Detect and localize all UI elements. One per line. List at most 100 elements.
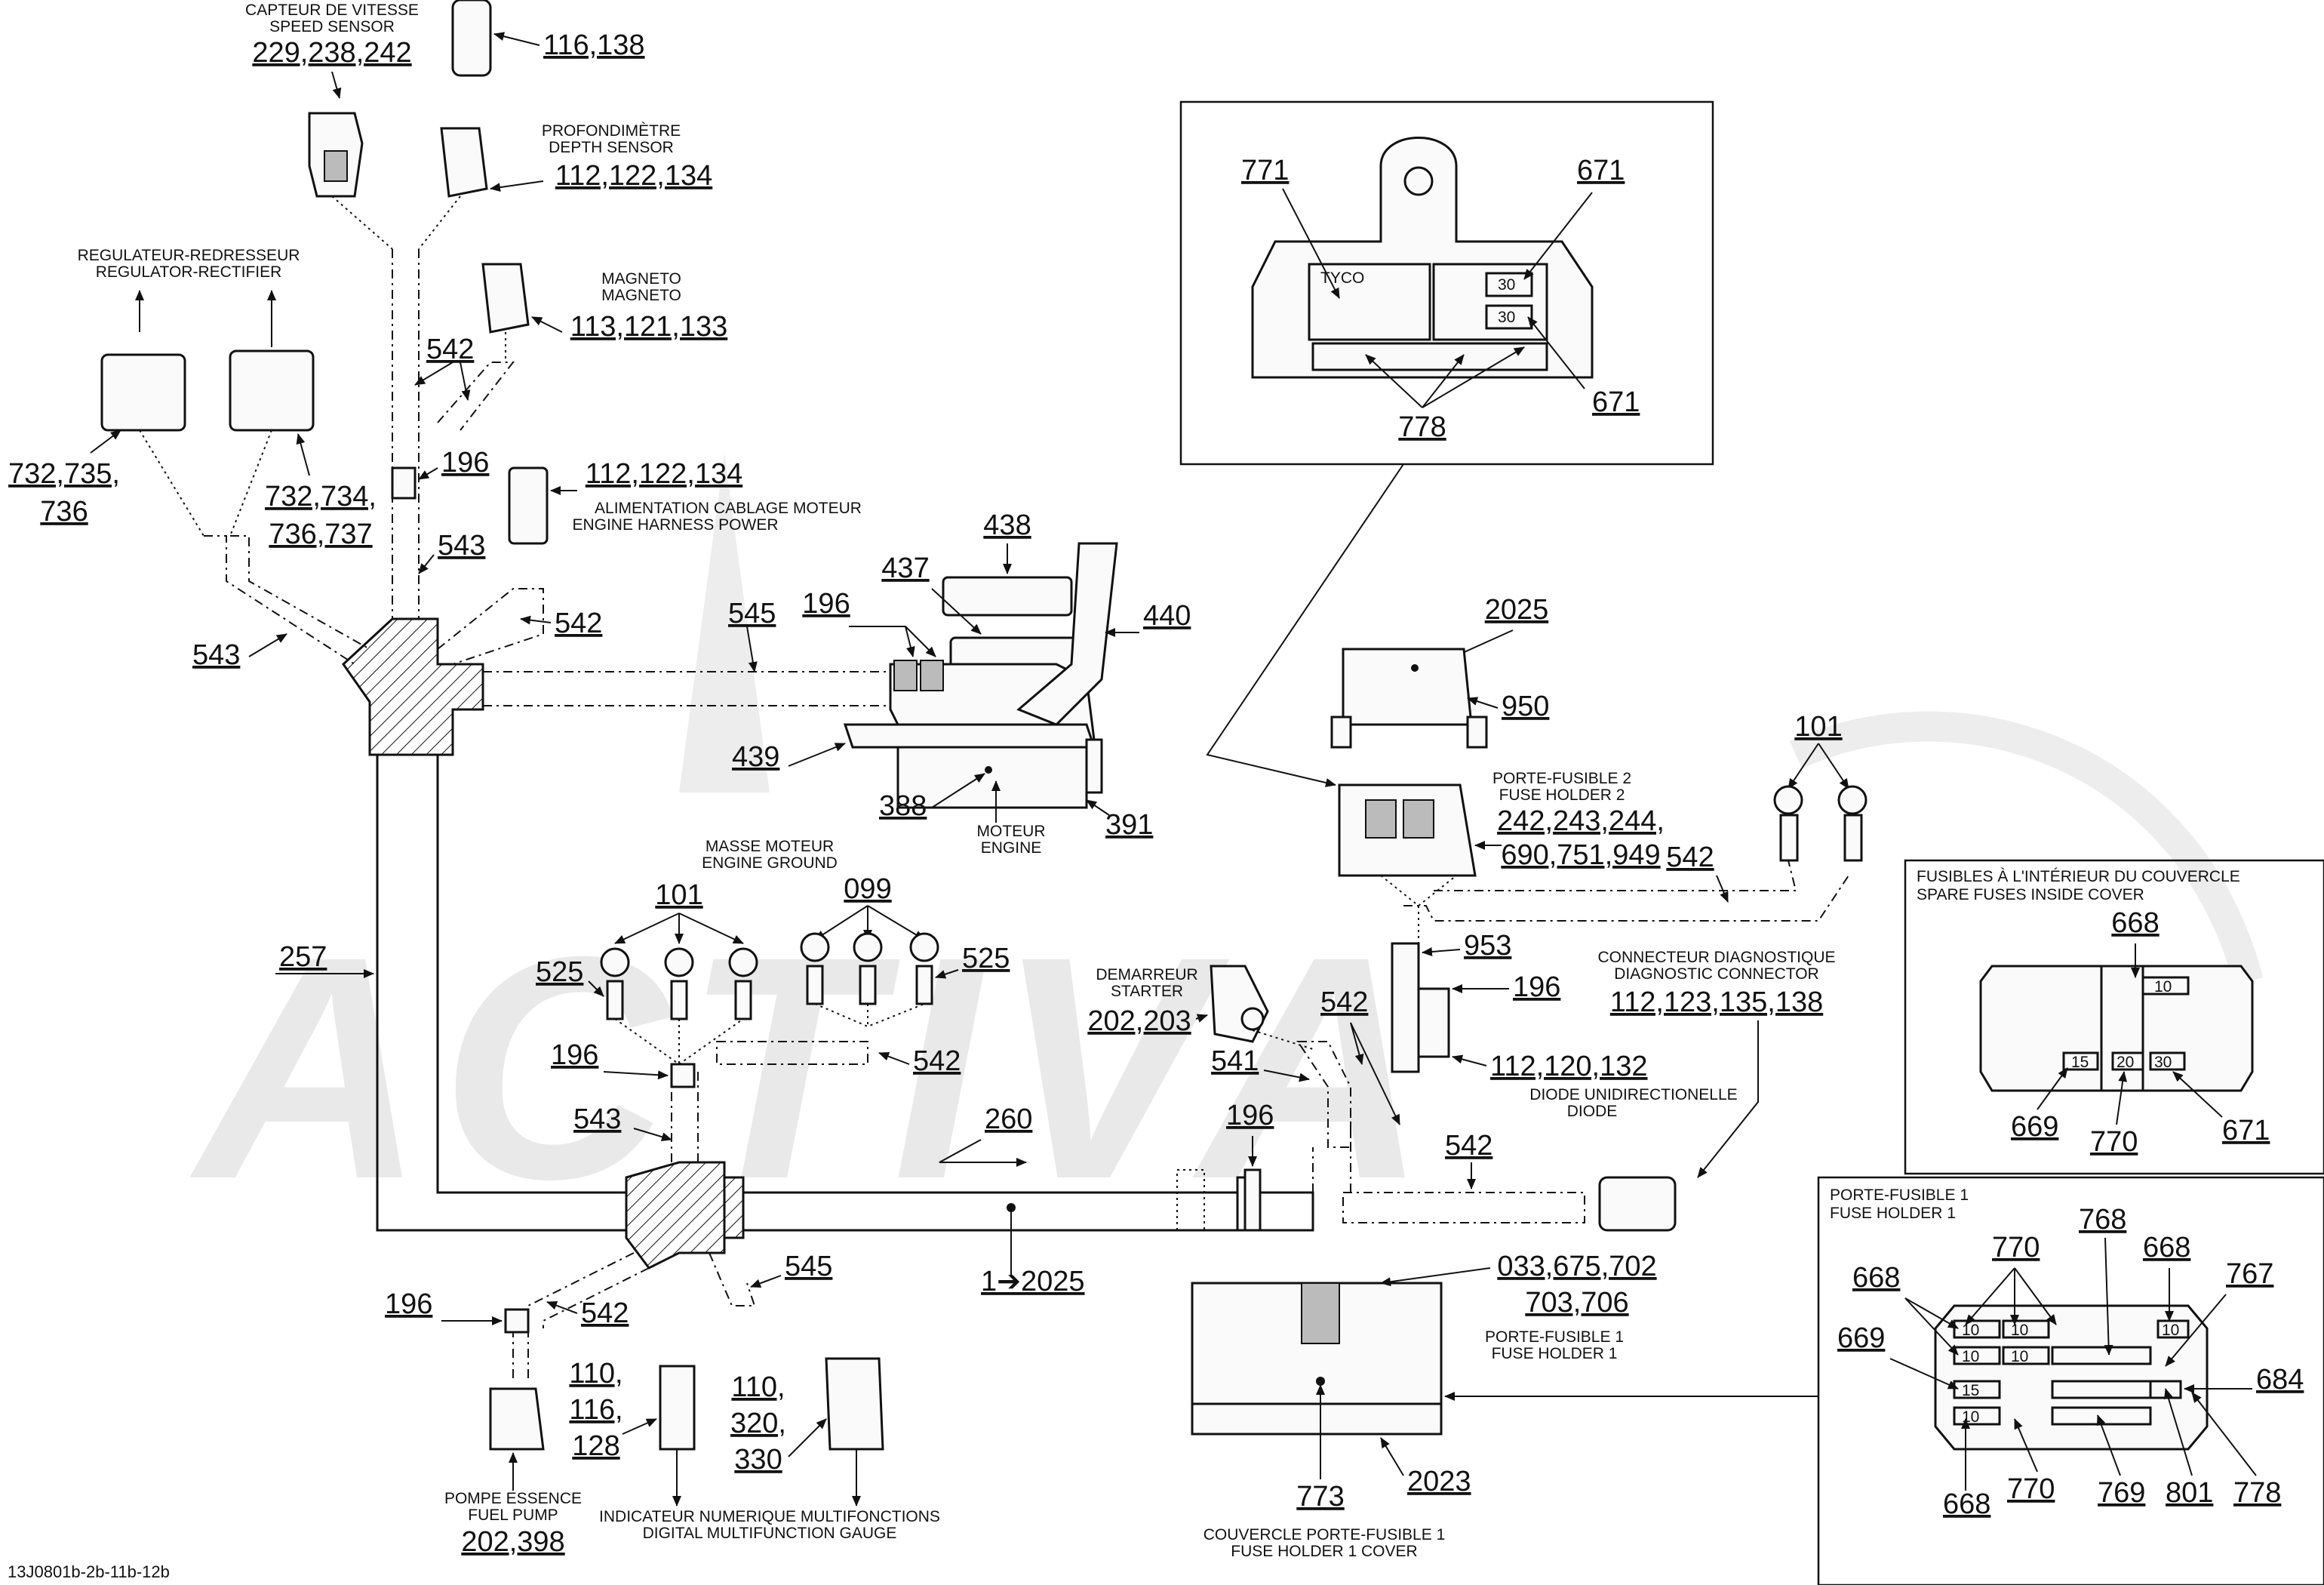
fh1-fuse-10-e: 10 [2011, 1348, 2028, 1365]
ground-en: ENGINE GROUND [702, 854, 838, 872]
callout-101-right: 101 [1794, 711, 1842, 743]
speed-sensor-plug-icon [451, 0, 492, 77]
magneto-connector-icon [481, 263, 530, 334]
callout-770-fh: 770 [1992, 1232, 2040, 1263]
callout-196-engine: 196 [802, 588, 850, 620]
callout-684: 684 [2256, 1364, 2304, 1396]
tyco-mark: TYCO [1320, 269, 1364, 287]
callout-110-320-l2: 320, [730, 1408, 786, 1439]
callout-778-inset: 778 [1398, 411, 1446, 443]
diode-body [1391, 942, 1420, 1073]
fuelpump-en: FUEL PUMP [468, 1507, 558, 1524]
callout-033-list-l2: 703,706 [1525, 1287, 1628, 1319]
gauge-connector-b-icon [825, 1357, 884, 1451]
lower-junction-hub [625, 1161, 726, 1270]
fh2-en: FUSE HOLDER 2 [1499, 786, 1625, 804]
fh1-inset-frame [1817, 1176, 2324, 1585]
callout-112-123-135-138: 112,123,135,138 [1610, 986, 1823, 1018]
callout-202-398: 202,398 [461, 1526, 564, 1558]
fuel-pump-group: 196 542 545 POMPE ESSENCE FUEL PUMP 202,… [385, 1251, 832, 1558]
callout-112-122-134-depth: 112,122,134 [555, 160, 713, 192]
power-fr: ALIMENTATION CABLAGE MOTEUR [595, 500, 862, 517]
engine-group: 438 437 196 545 440 439 388 MOTEUR ENGIN… [728, 509, 1191, 857]
callout-542-power: 542 [555, 608, 602, 639]
callout-260: 260 [985, 1103, 1032, 1135]
clip-196-starter [1243, 1168, 1262, 1232]
spare-fuses-inset: FUSIBLES À L'INTÉRIEUR DU COUVERCLE SPAR… [1904, 859, 2324, 1175]
callout-391: 391 [1105, 809, 1153, 841]
callout-033-list-l1: 033,675,702 [1497, 1251, 1656, 1282]
callout-196-top: 196 [441, 447, 489, 479]
callout-196-bottom: 196 [385, 1288, 432, 1320]
callout-525-right: 525 [962, 943, 1010, 974]
clip-196-bottom [504, 1308, 530, 1334]
callout-736-737: 736,737 [269, 519, 372, 550]
callout-110-116-l2: 116, [569, 1394, 622, 1426]
gauge-en: DIGITAL MULTIFUNCTION GAUGE [643, 1525, 897, 1542]
callout-101-ground: 101 [655, 879, 702, 911]
fh1-fr: PORTE-FUSIBLE 1 [1485, 1328, 1624, 1346]
spare-inset-frame [1904, 859, 2324, 1175]
fh1-fuse-10-a: 10 [1962, 1322, 1979, 1339]
callout-778-fh: 778 [2233, 1477, 2281, 1509]
fh1-fuse-10-d: 10 [1962, 1348, 1979, 1365]
callout-116-138: 116,138 [543, 29, 645, 61]
callout-2025: 2025 [1485, 594, 1549, 626]
magneto-en: MAGNETO [601, 287, 681, 304]
fh1cover-en: FUSE HOLDER 1 COVER [1231, 1543, 1417, 1560]
callout-542-ground: 542 [913, 1045, 961, 1077]
starter-group: DEMARREUR STARTER 202,203 541 196 542 [1087, 965, 1400, 1232]
callout-953: 953 [1464, 930, 1511, 962]
watermark: ACTIVA [186, 453, 2264, 1245]
diagnostic-group: CONNECTEUR DIAGNOSTIQUE DIAGNOSTIC CONNE… [1445, 949, 1836, 1232]
clip-196-top [391, 466, 417, 500]
spare-en: SPARE FUSES INSIDE COVER [1917, 886, 2144, 903]
callout-668-fh-right: 668 [2143, 1232, 2190, 1263]
fuse-holder-1-inset: PORTE-FUSIBLE 1 FUSE HOLDER 1 10 10 10 1… [1817, 1176, 2324, 1585]
depth-en: DEPTH SENSOR [549, 139, 674, 156]
fh1-fuse-10-f: 10 [1962, 1408, 1979, 1426]
speed-sensor-group: CAPTEUR DE VITESSE SPEED SENSOR 229,238,… [245, 0, 713, 250]
gauge-fr: INDICATEUR NUMERIQUE MULTIFONCTIONS [599, 1508, 940, 1525]
fh1-fuse-10-c: 10 [2162, 1322, 2179, 1339]
spare-fuse-30: 30 [2154, 1054, 2172, 1071]
clip-196-mid [670, 1063, 696, 1088]
callout-770-fh-bottom: 770 [2007, 1473, 2055, 1505]
callout-771: 771 [1241, 155, 1289, 186]
engine-en: ENGINE [981, 839, 1042, 857]
callout-388: 388 [879, 790, 927, 822]
ring-terminal-icon [664, 947, 694, 977]
callout-768: 768 [2079, 1204, 2126, 1236]
engine-module-body [896, 746, 1088, 809]
callout-110-116-l1: 110, [569, 1358, 622, 1390]
power-connector-icon [508, 466, 549, 545]
ring-terminal-icon [600, 947, 630, 977]
callout-099: 099 [844, 873, 891, 905]
relay-fuse-30-b: 30 [1498, 309, 1515, 326]
ring-terminal-icon [728, 947, 758, 977]
callout-112-120-132: 112,120,132 [1490, 1051, 1648, 1082]
callout-671-top: 671 [1577, 155, 1625, 186]
fh1-box-fr: PORTE-FUSIBLE 1 [1830, 1186, 1969, 1204]
callout-543-left: 543 [192, 639, 240, 671]
diode-connector-icon [1417, 987, 1450, 1058]
callout-525-left: 525 [536, 956, 583, 988]
callout-773: 773 [1296, 1481, 1344, 1513]
footer-reference: 13J0801b-2b-11b-12b [8, 1562, 170, 1581]
callout-196-mid: 196 [551, 1039, 598, 1071]
fuelpump-fr: POMPE ESSENCE [444, 1490, 582, 1507]
callout-668-spare: 668 [2111, 907, 2159, 939]
callout-542-diag: 542 [1445, 1130, 1492, 1162]
regulator-fr: REGULATEUR-REDRESSEUR [78, 247, 300, 264]
ring-terminal-icon [853, 932, 883, 962]
depth-sensor-connector-icon [440, 127, 488, 198]
callout-950: 950 [1502, 691, 1549, 722]
callout-668-fh-left: 668 [1852, 1262, 1900, 1294]
callout-542-starter: 542 [1320, 986, 1368, 1018]
callout-113-121-133: 113,121,133 [570, 311, 728, 343]
magneto-fr: MAGNETO [601, 270, 681, 288]
callout-668-fh-bottom: 668 [1943, 1488, 1990, 1520]
callout-110-320-l3: 330 [734, 1444, 782, 1476]
callout-202-203: 202,203 [1087, 1005, 1191, 1037]
diag-fr: CONNECTEUR DIAGNOSTIQUE [1597, 949, 1835, 966]
